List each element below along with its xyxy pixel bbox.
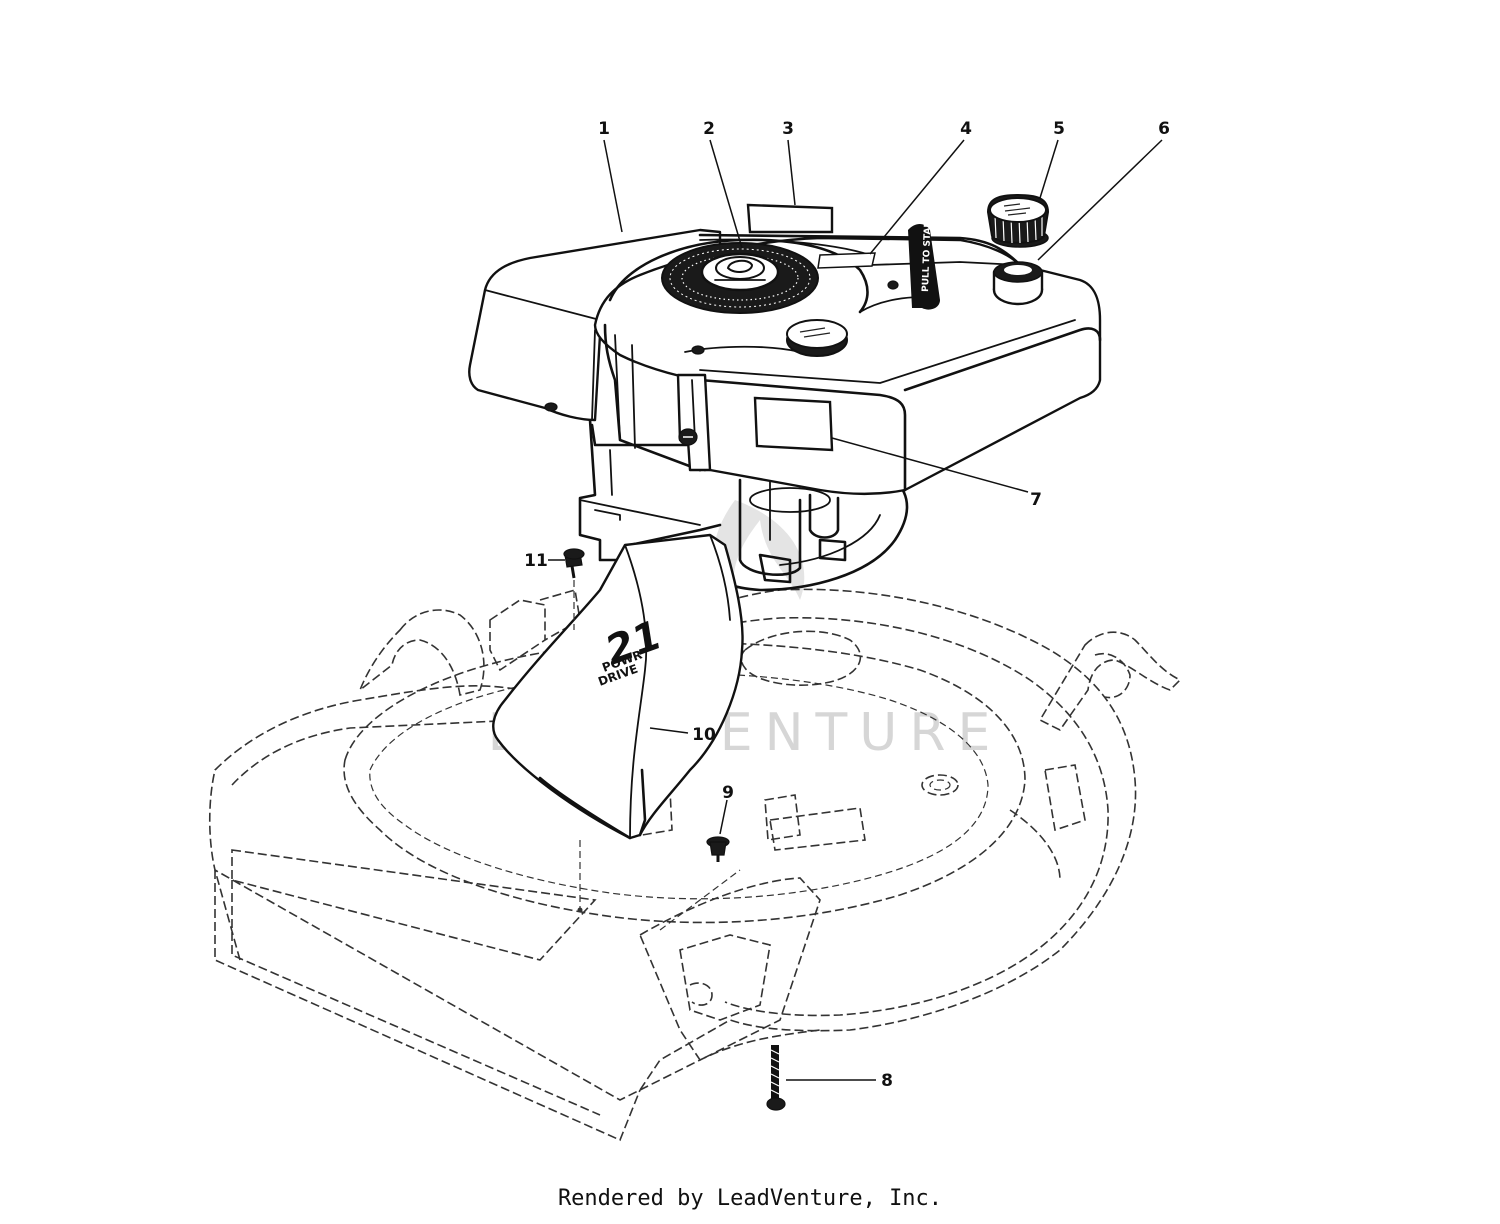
screw-11: [563, 548, 585, 630]
bolt-8: [766, 1045, 786, 1111]
callout-9: 9: [722, 783, 734, 803]
drive-cover: 21 POWR DRIVE: [492, 533, 744, 840]
alignment-line: [659, 869, 741, 931]
callout-10: 10: [692, 725, 716, 745]
callout-1: 1: [598, 119, 610, 139]
callout-8: 8: [881, 1071, 893, 1091]
shroud-bolts: [544, 280, 899, 446]
recoil-starter-screen: [661, 242, 819, 314]
fuel-filler-neck: [992, 261, 1044, 306]
callout-6: 6: [1158, 119, 1170, 139]
callout-4: 4: [960, 119, 972, 139]
engine-label-plate: [746, 203, 834, 234]
shroud-side-decal: [753, 396, 834, 452]
callout-3: 3: [782, 119, 794, 139]
callout-7: 7: [1030, 490, 1042, 510]
callout-2: 2: [703, 119, 715, 139]
callout-labels: 1 2 3 4 5 6 7 8 9 10 11: [524, 119, 1170, 1091]
callout-leaders: [548, 139, 1163, 1081]
shroud-top-decal: [817, 252, 876, 269]
fuel-cap: [986, 193, 1050, 244]
oil-fill-cap: [786, 319, 848, 357]
footer-credit: Rendered by LeadVenture, Inc.: [557, 1186, 943, 1211]
pull-to-start-decal: PULL TO START: [908, 214, 940, 310]
pull-to-start-text: PULL TO START: [921, 214, 934, 292]
screw-9: [706, 836, 730, 862]
callout-11: 11: [524, 551, 548, 571]
callout-5: 5: [1053, 119, 1065, 139]
